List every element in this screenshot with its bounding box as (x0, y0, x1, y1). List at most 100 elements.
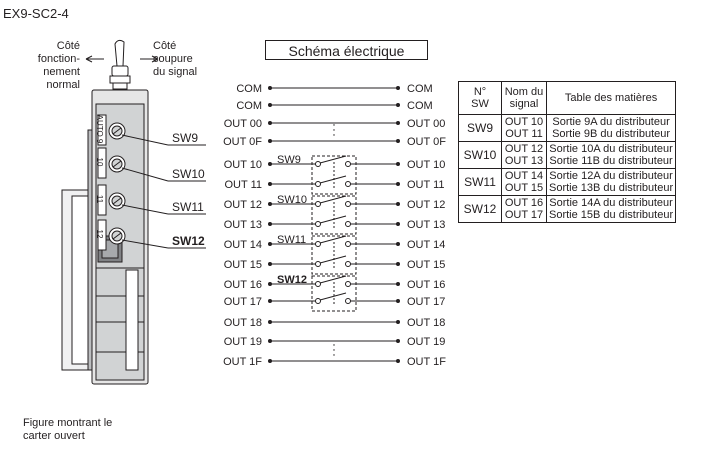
cutoff-side-line-1: Côté (153, 40, 177, 52)
header-sw-line-2: SW (471, 98, 489, 110)
switch-contact (345, 281, 351, 287)
left-terminal-label: OUT 14 (224, 239, 262, 251)
right-terminal-label: OUT 18 (407, 317, 445, 329)
ellipsis-dot (333, 344, 335, 346)
ellipsis-dot (333, 349, 335, 351)
row-signal-b: OUT 17 (504, 209, 544, 221)
dial-label: AUTO 9 (95, 115, 104, 144)
right-terminal-label: OUT 15 (407, 259, 445, 271)
switch-box (311, 275, 357, 312)
callout-leader (121, 134, 169, 146)
left-terminal-label: OUT 10 (224, 159, 262, 171)
right-terminal-label: OUT 19 (407, 336, 445, 348)
switch-name: SW10 (277, 194, 307, 206)
normal-side-line-3: nement (43, 66, 80, 78)
housing-caption: Figure montrant le carter ouvert (23, 417, 163, 443)
dial-scale (97, 184, 107, 216)
normal-side-label: Côté fonction- nement normal (18, 40, 80, 92)
ellipsis-dot (333, 129, 335, 131)
normal-side-line-2: fonction- (37, 53, 80, 65)
right-terminal-label: OUT 12 (407, 199, 445, 211)
switch-name: SW9 (277, 154, 301, 166)
left-terminal-label: COM (236, 83, 262, 95)
right-terminal-label: OUT 13 (407, 219, 445, 231)
switch-blade (319, 195, 347, 204)
switch-contact (315, 241, 321, 247)
right-terminal-label: OUT 11 (407, 179, 445, 191)
dial-scale (97, 114, 107, 146)
left-terminal-label: OUT 13 (224, 219, 262, 231)
switch-name: SW12 (277, 274, 307, 286)
switch-box (311, 195, 357, 235)
row-content-b: Sortie 13B du distributeur (549, 182, 674, 194)
right-terminal-label: OUT 00 (407, 118, 445, 130)
switch-contact (315, 298, 321, 304)
row-signal-b: OUT 15 (504, 182, 544, 194)
left-terminal-label: OUT 19 (224, 336, 262, 348)
left-terminal-label: OUT 00 (224, 118, 262, 130)
right-terminal-label: OUT 1F (407, 356, 446, 368)
row-signal-b: OUT 11 (505, 128, 543, 140)
row-signal-a: OUT 16 (504, 197, 544, 209)
left-terminal-label: OUT 18 (224, 317, 262, 329)
left-terminal-label: OUT 11 (225, 179, 263, 191)
table-header-row: N° SW Nom du signal Table des matières (458, 81, 677, 115)
switch-name: SW11 (277, 234, 306, 246)
dial-scale (97, 147, 107, 179)
row-content-a: Sortie 12A du distributeur (549, 170, 673, 182)
row-content-b: Sortie 15B du distributeur (549, 209, 674, 221)
row-content-a: Sortie 9A du distributeur (552, 116, 670, 128)
switch-blade (319, 275, 347, 284)
ellipsis-dot (333, 124, 335, 126)
switch-contact (345, 201, 351, 207)
left-terminal-label: OUT 1F (223, 356, 262, 368)
header-signal: Nom du signal (501, 81, 547, 115)
callout-leader (121, 167, 169, 182)
switch-box (311, 155, 357, 195)
dial-slot (112, 160, 122, 168)
header-contents-line-1: Table des matières (564, 92, 658, 104)
normal-side-line-4: normal (46, 79, 80, 91)
row-signal-a: OUT 12 (504, 143, 544, 155)
cutoff-side-line-2: coupure (153, 53, 193, 65)
right-terminal-label: OUT 10 (407, 159, 445, 171)
header-sw: N° SW (458, 81, 502, 115)
dial-label: 11 (95, 195, 104, 204)
switch-blade (319, 215, 347, 224)
dial-label: 10 (95, 158, 104, 167)
row-content-b: Sortie 11B du distributeur (549, 155, 673, 167)
dial-scale (97, 219, 107, 251)
dial-slot (112, 127, 122, 135)
row-signal-b: OUT 13 (504, 155, 544, 167)
row-sw: SW11 (458, 168, 502, 196)
model-title: EX9-SC2-4 (3, 6, 69, 21)
switch-blade (319, 155, 347, 164)
dial-slot (112, 232, 122, 240)
switch-contact (345, 298, 351, 304)
switch-callout-label: SW12 (172, 234, 205, 248)
contents-table: N° SW Nom du signal Table des matières S… (458, 81, 677, 223)
cutoff-side-line-3: du signal (153, 66, 198, 78)
left-terminal-label: COM (236, 100, 262, 112)
normal-side-line-1: Côté (56, 40, 80, 52)
switch-contact (315, 201, 321, 207)
switch-blade (319, 292, 347, 301)
toggle-switch-icon (85, 39, 159, 90)
caption-line-2: carter ouvert (23, 430, 85, 442)
schematic-title: Schéma électrique (265, 40, 428, 60)
